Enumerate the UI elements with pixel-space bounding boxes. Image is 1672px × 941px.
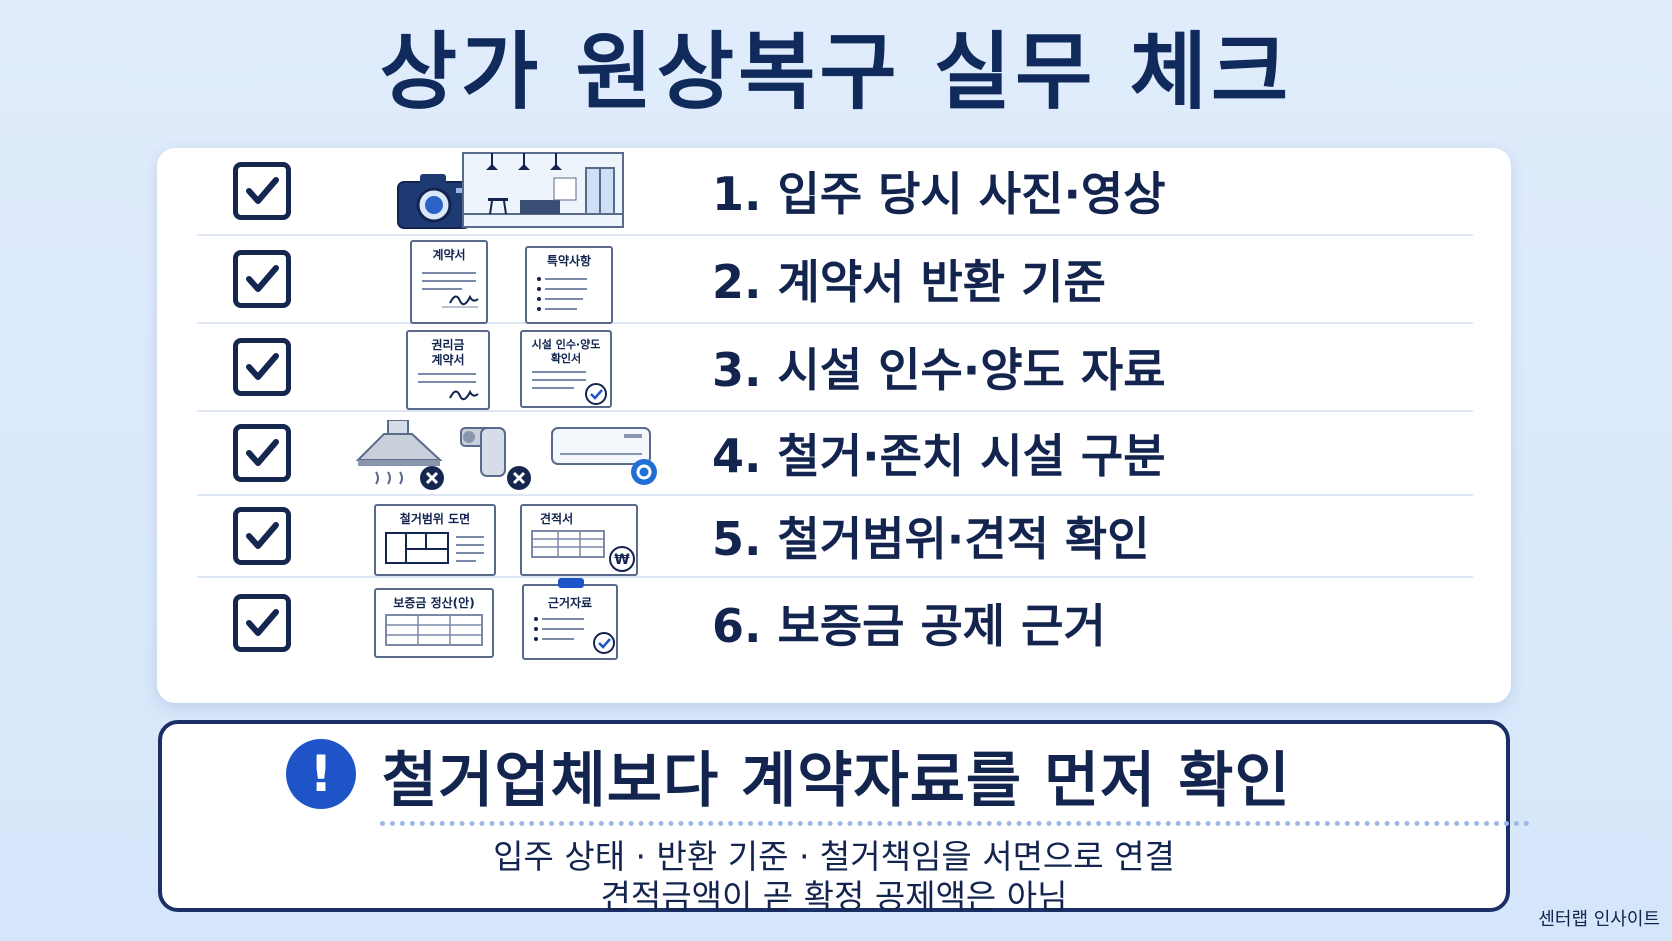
dotted-divider — [380, 821, 1530, 826]
item-2-label: 2. 계약서 반환 기준 — [712, 255, 1106, 309]
item-4-illustration — [355, 412, 692, 500]
item-3-illustration: 권리금 계약서 시설 인수·양도 확인서 — [362, 324, 692, 412]
checklist-card: 1. 입주 당시 사진·영상 계약서 특약사항 2. 계약서 반환 기준 권리금… — [157, 148, 1511, 703]
watermark: 센터랩 인사이트 — [1538, 909, 1660, 930]
item-4-label: 4. 철거·존치 시설 구분 — [712, 429, 1166, 483]
item-5-label: 5. 철거범위·견적 확인 — [712, 512, 1150, 566]
air-conditioner-icon — [551, 427, 657, 485]
camera-icon — [397, 174, 471, 229]
notice-line-2: 견적금액이 곧 확정 공제액은 아님 — [600, 877, 1068, 916]
contract-document-icon: 계약서 — [410, 240, 488, 324]
checkbox-checked[interactable] — [233, 162, 291, 220]
item-6-label: 6. 보증금 공제 근거 — [712, 599, 1106, 653]
item-1-label: 1. 입주 당시 사진·영상 — [712, 167, 1166, 221]
estimate-document-icon: 견적서 ₩ — [520, 504, 638, 576]
notice-line-1: 입주 상태 · 반환 기준 · 철거책임을 서면으로 연결 — [493, 837, 1175, 876]
premium-contract-document-icon: 권리금 계약서 — [406, 330, 490, 410]
checklist-item-6: 보증금 정산(안) 근거자료 6. 보증금 공제 근거 — [197, 578, 1473, 668]
exclamation-icon: ! — [286, 739, 356, 809]
range-hood-icon — [355, 420, 444, 490]
checklist-item-2: 계약서 특약사항 2. 계약서 반환 기준 — [197, 236, 1473, 324]
item-1-illustration — [362, 148, 692, 236]
checkbox-checked[interactable] — [233, 507, 291, 565]
special-terms-document-icon: 특약사항 — [525, 246, 613, 324]
evidence-clipboard-icon: 근거자료 — [522, 578, 618, 660]
checkbox-checked[interactable] — [233, 338, 291, 396]
pipe-icon — [460, 427, 531, 490]
facility-transfer-document-icon: 시설 인수·양도 확인서 — [520, 330, 612, 408]
svg-text:₩: ₩ — [614, 552, 630, 568]
checkbox-checked[interactable] — [233, 594, 291, 652]
notice-box: ! 철거업체보다 계약자료를 먼저 확인 입주 상태 · 반환 기준 · 철거책… — [158, 720, 1530, 916]
item-2-illustration: 계약서 특약사항 — [362, 236, 692, 324]
item-3-label: 3. 시설 인수·양도 자료 — [712, 343, 1166, 397]
deposit-settlement-document-icon: 보증금 정산(안) — [374, 588, 494, 658]
item-6-illustration: 보증금 정산(안) 근거자료 — [362, 578, 692, 666]
notice-title: 철거업체보다 계약자료를 먼저 확인 — [382, 746, 1291, 816]
demolition-plan-document-icon: 철거범위 도면 — [374, 504, 496, 576]
item-5-illustration: 철거범위 도면 견적서 ₩ — [362, 496, 692, 584]
clip-icon — [558, 578, 584, 588]
checklist-item-3: 권리금 계약서 시설 인수·양도 확인서 3. 시설 인수·양도 자료 — [197, 324, 1473, 412]
checkbox-checked[interactable] — [233, 250, 291, 308]
page-title: 상가 원상복구 실무 체크 — [379, 23, 1293, 121]
checkbox-checked[interactable] — [233, 424, 291, 482]
store-interior-icon — [462, 152, 624, 228]
checklist-item-4: 4. 철거·존치 시설 구분 — [197, 412, 1473, 496]
checklist-item-1: 1. 입주 당시 사진·영상 — [197, 148, 1473, 236]
checklist-item-5: 철거범위 도면 견적서 ₩ 5. 철거범위·견적 확인 — [197, 496, 1473, 578]
